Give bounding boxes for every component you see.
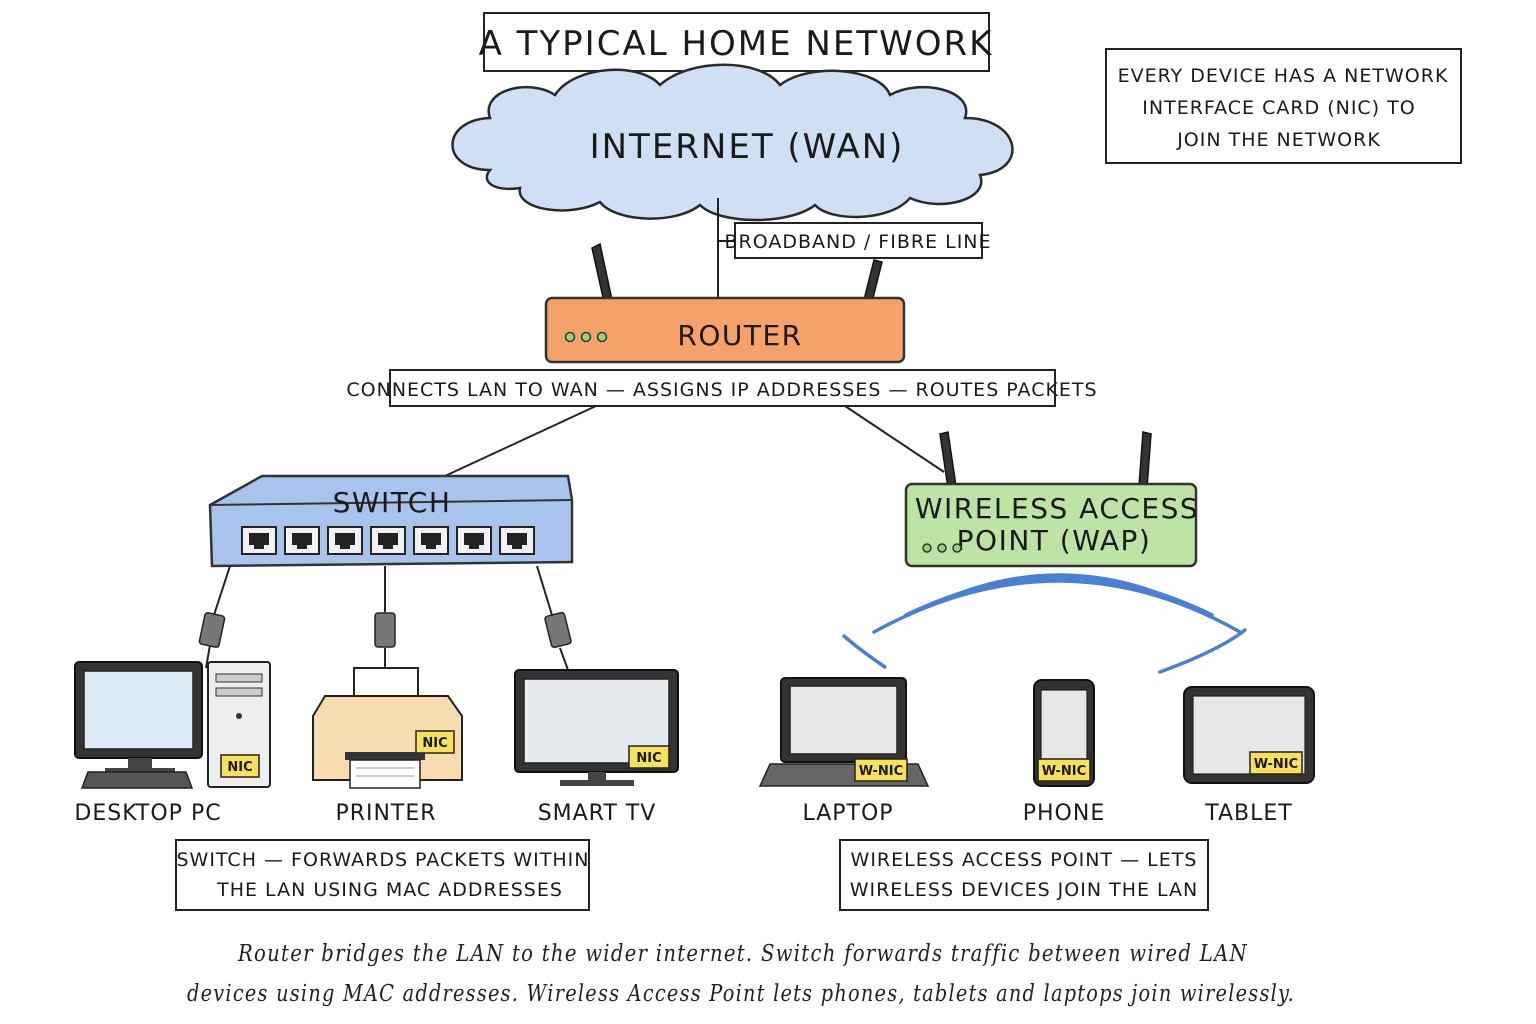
wap-label-line-2: POINT (WAP) xyxy=(957,524,1152,557)
port-socket-icon xyxy=(378,533,398,549)
svg-text:W-NIC: W-NIC xyxy=(859,764,903,779)
router-wap-link xyxy=(844,405,945,473)
wap-antenna-icon xyxy=(1138,431,1152,489)
port-socket-icon xyxy=(464,533,484,549)
w-nic-badge: W-NIC xyxy=(1249,751,1303,775)
port-socket-icon xyxy=(292,533,312,549)
status-led-icon xyxy=(564,331,576,343)
switch-note-box: SWITCH — FORWARDS PACKETS WITHIN THE LAN… xyxy=(175,839,590,911)
status-led-icon xyxy=(580,331,592,343)
router-device: ROUTER xyxy=(544,242,906,364)
svg-text:W-NIC: W-NIC xyxy=(1042,764,1086,779)
nic-badges: NIC NIC NIC W-NIC W-NIC W-NIC xyxy=(220,730,1303,782)
wap-note-line-2: WIRELESS DEVICES JOIN THE LAN xyxy=(850,879,1199,901)
internet-label: INTERNET (WAN) xyxy=(590,127,905,167)
nic-note-line-3: JOIN THE NETWORK xyxy=(1176,129,1381,151)
switch-note-line-2: THE LAN USING MAC ADDRESSES xyxy=(216,879,563,901)
internet-cloud: INTERNET (WAN) xyxy=(451,63,1014,222)
cloud-icon xyxy=(451,63,1014,222)
svg-text:NIC: NIC xyxy=(636,751,661,766)
router-caption-box: CONNECTS LAN TO WAN — ASSIGNS IP ADDRESS… xyxy=(346,369,1097,407)
nic-note-line-2: INTERFACE CARD (NIC) TO xyxy=(1142,97,1415,119)
port-socket-icon xyxy=(507,533,527,549)
switch-label: SWITCH xyxy=(333,486,452,519)
svg-text:NIC: NIC xyxy=(422,736,447,751)
ethernet-cables xyxy=(205,565,569,671)
printer-icon xyxy=(312,667,463,789)
wap-label-line-1: WIRELESS ACCESS xyxy=(915,492,1199,525)
router-label: ROUTER xyxy=(677,319,802,352)
w-nic-badge: W-NIC xyxy=(854,758,908,782)
nic-badge: NIC xyxy=(415,730,455,754)
device-label-tablet: TABLET xyxy=(1204,801,1292,826)
device-label-desktop-pc: DESKTOP PC xyxy=(74,801,221,826)
broadband-label-box: BROADBAND / FIBRE LINE xyxy=(724,222,991,259)
router-antenna-icon xyxy=(591,242,613,303)
port-socket-icon xyxy=(335,533,355,549)
status-led-icon xyxy=(922,543,932,553)
port-socket-icon xyxy=(421,533,441,549)
router-caption: CONNECTS LAN TO WAN — ASSIGNS IP ADDRESS… xyxy=(346,379,1097,401)
svg-text:NIC: NIC xyxy=(227,760,252,775)
router-switch-link xyxy=(444,405,597,477)
diagram-title: A TYPICAL HOME NETWORK xyxy=(479,24,994,64)
wap-antenna-icon xyxy=(939,431,957,489)
title-box: A TYPICAL HOME NETWORK xyxy=(479,12,994,72)
nic-badge: NIC xyxy=(220,754,260,778)
ethernet-plug-icon xyxy=(198,611,572,649)
status-led-icon xyxy=(952,543,962,553)
nic-badge: NIC xyxy=(628,745,670,769)
wap-note-line-1: WIRELESS ACCESS POINT — LETS xyxy=(851,849,1198,871)
wap-note-box: WIRELESS ACCESS POINT — LETS WIRELESS DE… xyxy=(839,839,1209,911)
port-socket-icon xyxy=(249,533,269,549)
switch-device: SWITCH xyxy=(208,474,574,568)
footer-caption-line-2: devices using MAC addresses. Wireless Ac… xyxy=(187,981,1295,1007)
router-antenna-icon xyxy=(863,259,883,303)
wap-device: WIRELESS ACCESS POINT (WAP) xyxy=(904,431,1199,568)
status-led-icon xyxy=(596,331,608,343)
nic-note-line-1: EVERY DEVICE HAS A NETWORK xyxy=(1118,65,1449,87)
w-nic-badge: W-NIC xyxy=(1037,758,1091,782)
svg-text:W-NIC: W-NIC xyxy=(1254,757,1298,772)
footer-caption-line-1: Router bridges the LAN to the wider inte… xyxy=(237,941,1248,967)
broadband-label: BROADBAND / FIBRE LINE xyxy=(724,231,991,253)
device-label-printer: PRINTER xyxy=(335,801,436,826)
wifi-signal-icon xyxy=(842,573,1247,674)
status-led-icon xyxy=(937,543,947,553)
device-label-laptop: LAPTOP xyxy=(802,801,893,826)
device-label-phone: PHONE xyxy=(1023,801,1105,826)
switch-note-line-1: SWITCH — FORWARDS PACKETS WITHIN xyxy=(176,849,589,871)
device-label-smart-tv: SMART TV xyxy=(538,801,657,826)
nic-note-box: EVERY DEVICE HAS A NETWORK INTERFACE CAR… xyxy=(1105,48,1462,164)
